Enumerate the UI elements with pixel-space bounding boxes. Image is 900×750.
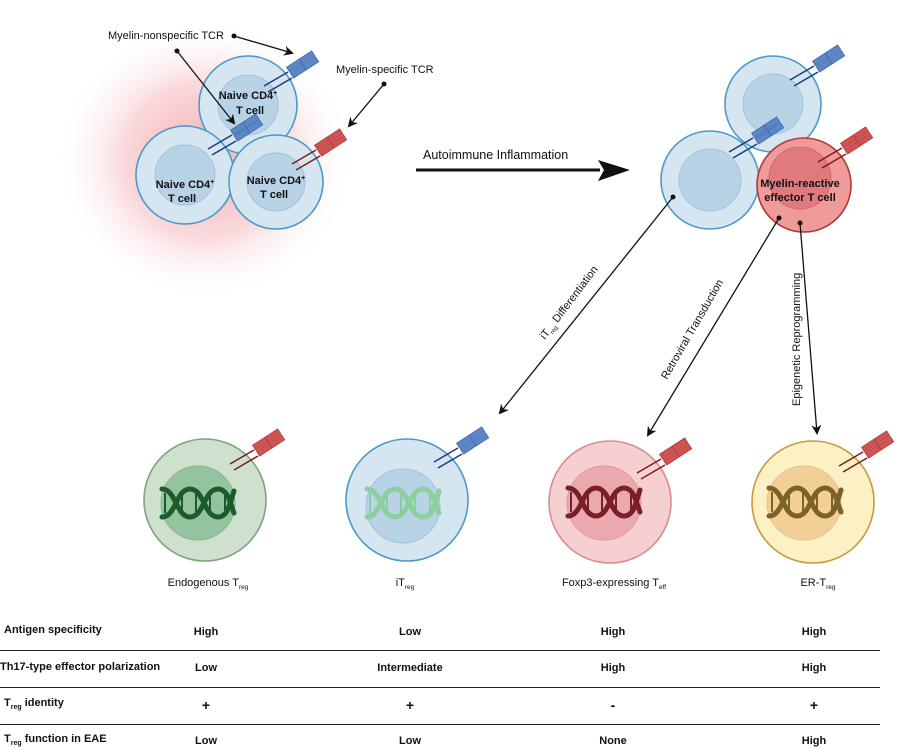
table-divider <box>0 687 880 688</box>
row-label-treg-identity: Treg identity <box>4 697 64 711</box>
callout-nonspecific-tcr: Myelin-nonspecific TCR <box>108 30 224 42</box>
cell-er-treg: + <box>809 697 819 713</box>
naive-t-cell-right <box>228 134 324 230</box>
outcome-label-er-treg: ER-Treg <box>800 577 835 591</box>
row-label-th17-polarization: Th17-type effector polarization <box>0 661 161 673</box>
cell-endogenous: Low <box>195 735 217 747</box>
main-arrow-head <box>598 160 630 181</box>
blue-t-cell-top-right <box>724 55 822 153</box>
naive-cell-right-label: Naive CD4+ <box>247 175 306 187</box>
cell-er-treg: High <box>801 626 827 638</box>
cell-endogenous: + <box>201 697 211 713</box>
naive-cell-top-label-2: T cell <box>236 105 264 117</box>
effector-cell-label-2: effector T cell <box>764 192 836 204</box>
cell-er-treg: High <box>801 662 827 674</box>
cell-endogenous: Low <box>195 662 217 674</box>
table-divider <box>0 650 880 651</box>
cell-itreg: Low <box>399 735 421 747</box>
effector-t-cell <box>756 137 852 233</box>
naive-cell-right-label-2: T cell <box>260 189 288 201</box>
endogenous-treg-cell <box>143 438 267 562</box>
cell-itreg: + <box>405 697 415 713</box>
er-treg-cell <box>751 440 875 564</box>
arrow-retroviral-transduction <box>646 215 782 437</box>
cell-itreg: Low <box>399 626 421 638</box>
cell-foxp3: - <box>610 697 616 713</box>
itreg-cell <box>345 438 469 562</box>
arrow-epigenetic-reprogramming <box>797 220 822 435</box>
cell-foxp3: None <box>599 735 627 747</box>
pathway-label-epigenetic: Epigenetic Reprogramming <box>791 273 803 406</box>
row-label-treg-function: Treg function in EAE <box>4 733 107 747</box>
naive-t-cell-left <box>135 125 235 225</box>
callout-arrow-nonspecific-1 <box>231 33 294 56</box>
cell-itreg: Intermediate <box>377 662 443 674</box>
naive-cell-left-label: Naive CD4+ <box>156 179 215 191</box>
cell-endogenous: High <box>193 626 219 638</box>
diagram-canvas: Naive CD4+ T cell Naive CD4+ T cell Naiv… <box>55 20 895 591</box>
table-divider <box>0 724 880 725</box>
row-label-antigen-specificity: Antigen specificity <box>4 624 102 636</box>
outcome-label-itreg: iTreg <box>396 577 415 591</box>
cell-foxp3: High <box>600 626 626 638</box>
callout-arrow-specific <box>347 81 387 128</box>
cell-foxp3: High <box>600 662 626 674</box>
effector-cell-label-1: Myelin-reactive <box>760 178 839 190</box>
cell-er-treg: High <box>801 735 827 747</box>
arrow-itreg-differentiation <box>498 194 676 415</box>
callout-specific-tcr: Myelin-specific TCR <box>336 64 434 76</box>
blue-t-cell-left <box>660 130 760 230</box>
naive-cell-left-label-2: T cell <box>168 193 196 205</box>
outcome-label-foxp3: Foxp3-expressing Teff <box>562 577 666 591</box>
foxp3-teff-cell <box>548 440 672 564</box>
pathway-label-retroviral: Retroviral Transduction <box>659 278 726 382</box>
callout-arrow-nonspecific-2 <box>174 48 236 125</box>
pathway-label-itreg: iTreg Differentiation <box>538 264 602 343</box>
main-arrow-label: Autoimmune Inflammation <box>423 148 568 162</box>
outcome-label-endogenous: Endogenous Treg <box>168 577 249 591</box>
